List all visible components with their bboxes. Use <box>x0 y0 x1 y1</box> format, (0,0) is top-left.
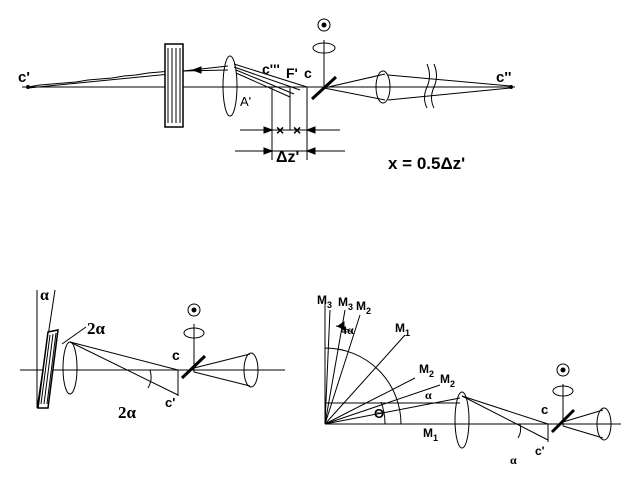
top-incoming-ray-2 <box>27 73 171 89</box>
top-label-c-tprime: c''' <box>262 61 280 77</box>
br-eye-pupil <box>560 367 566 373</box>
br-lens-1 <box>454 391 470 449</box>
top-diagram: c' c'' c''' F' c A' × × Δz' x = 0.5Δz' <box>18 18 515 173</box>
br-label-theta: Θ <box>374 406 384 421</box>
top-ray-after-bs <box>323 87 386 101</box>
bl-eye-pupil <box>191 307 197 313</box>
top-point-c-dprime <box>509 85 513 89</box>
top-eye-circle <box>317 18 331 32</box>
br-label-M2: M2 <box>419 362 434 379</box>
top-label-A-prime: A' <box>240 94 251 109</box>
bl-eye-lens <box>183 327 205 339</box>
br-line-M3-prime <box>324 309 331 425</box>
bl-plate-hatch-1 <box>40 334 51 405</box>
br-label-M3-prime: M3 <box>317 293 332 310</box>
br-label-4alpha: 4α <box>341 323 354 337</box>
top-break-1 <box>424 63 430 109</box>
bl-label-alpha: α <box>40 287 49 304</box>
bl-eye-circle <box>187 303 201 317</box>
top-dim-arrow-1 <box>263 126 274 134</box>
top-ray-to-cppp-3 <box>235 69 295 95</box>
br-label-c: c <box>541 402 548 417</box>
top-arrow-head <box>191 66 202 74</box>
top-ray-to-cppp-4 <box>235 72 291 98</box>
br-line-M2-dprime <box>324 314 361 425</box>
br-ray-upper <box>461 395 549 425</box>
br-alpha-lower-arc <box>517 423 522 439</box>
br-eye-circle <box>556 363 570 377</box>
bl-plate-hatch-2 <box>43 333 54 405</box>
br-line-ray-alpha <box>324 397 461 425</box>
top-eye-lens <box>312 42 336 54</box>
bl-lens-1 <box>62 341 78 395</box>
top-lens-2 <box>375 70 391 104</box>
top-ray-to-cpp-2 <box>387 87 511 101</box>
br-quadrant-arc <box>324 347 402 425</box>
br-ray-lower <box>461 395 549 441</box>
top-incoming-ray <box>27 70 171 88</box>
top-label-c-dprime: c'' <box>496 69 511 86</box>
top-dim-arrow-2 <box>305 126 316 134</box>
bl-angle-arc-2alpha <box>147 369 152 389</box>
top-label-c: c <box>304 65 312 81</box>
top-point-c-prime <box>26 85 30 89</box>
top-label-x-right: × <box>293 122 301 138</box>
bl-ray-lower <box>69 341 179 396</box>
br-line-M2 <box>324 377 416 425</box>
br-eye-lens <box>552 385 574 397</box>
br-ray-right-up <box>562 409 604 423</box>
top-mirror-plate <box>164 43 184 128</box>
top-ray-upper <box>182 65 229 72</box>
bottom-right-diagram: M3 M3 M2 4α M1 M2 M2 α Θ M1 c c' α <box>317 293 621 467</box>
top-formula: x = 0.5Δz' <box>388 154 465 173</box>
top-lens-1 <box>222 55 238 117</box>
br-line-M1-prime <box>324 334 406 425</box>
top-label-F-prime: F' <box>286 65 298 81</box>
top-label-c-prime: c' <box>18 69 30 86</box>
br-line-M2-star <box>324 384 441 425</box>
bl-plate-hatch-3 <box>46 332 57 405</box>
top-ray-to-cppp-2 <box>233 66 301 91</box>
top-break-2 <box>431 63 437 109</box>
br-label-c-prime: c' <box>535 444 545 458</box>
top-eye-pupil <box>321 22 327 28</box>
top-label-delta-z: Δz' <box>276 149 299 166</box>
top-dim-arrow-3 <box>263 147 274 155</box>
br-4alpha-arrowhead <box>337 321 345 331</box>
br-label-alpha-upper: α <box>425 388 432 402</box>
top-ray-return <box>182 69 229 72</box>
br-label-M2-star: M2 <box>440 372 455 389</box>
bl-ray-right-up <box>193 353 251 369</box>
bl-label-c-prime: c' <box>165 395 175 410</box>
bl-label-c: c <box>172 347 180 363</box>
top-ray-after-bs-2 <box>323 73 386 89</box>
top-ray-to-cppp-1 <box>233 63 308 88</box>
bl-lens-2 <box>243 352 259 388</box>
bl-label-2alpha-bottom: 2α <box>118 403 137 422</box>
br-ray-right-down <box>562 425 604 439</box>
br-label-alpha-lower: α <box>510 453 517 467</box>
br-theta-arc <box>380 401 386 425</box>
bl-2alpha-leader <box>61 326 87 345</box>
top-ray-to-cpp-1 <box>387 74 511 87</box>
bl-ray-right-down <box>193 371 251 387</box>
top-label-x-left: × <box>276 122 284 138</box>
br-label-M2-dprime: M2 <box>356 299 371 316</box>
br-label-M1: M1 <box>423 426 438 443</box>
bl-ray-upper <box>69 341 179 371</box>
br-lens-2 <box>596 407 612 441</box>
br-label-M1-prime: M1 <box>395 321 410 338</box>
br-label-M3-dprime: M3 <box>338 295 353 312</box>
bl-label-2alpha-top: 2α <box>87 319 106 338</box>
top-dim-arrow-4 <box>305 147 316 155</box>
bottom-left-diagram: α 2α 2α c c' <box>20 287 285 422</box>
